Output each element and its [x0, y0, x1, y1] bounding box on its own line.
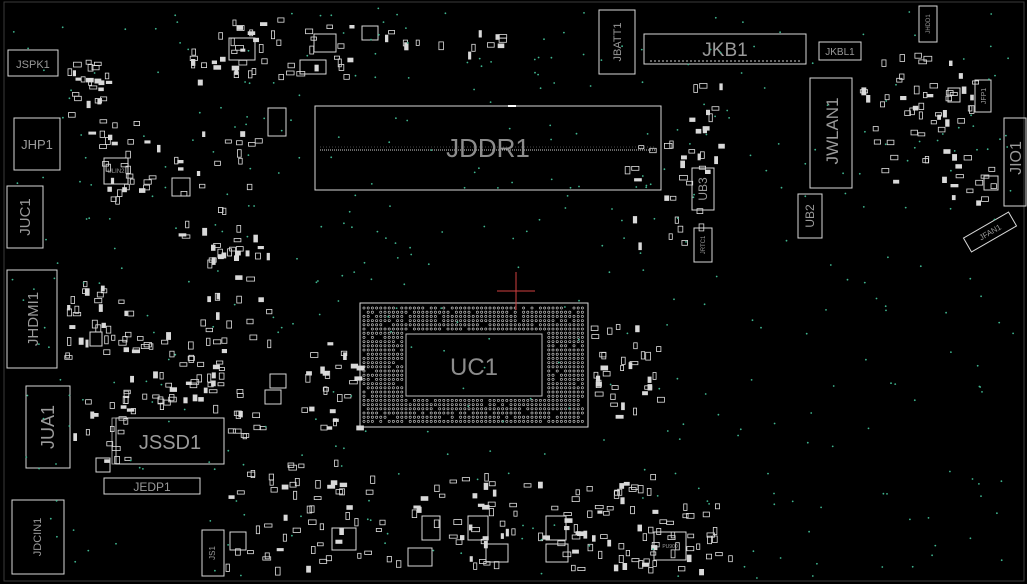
label-jspk: JSPK1 [16, 59, 50, 71]
connector-jhdmi[interactable]: JHDMI1 [6, 269, 58, 369]
chip-ub2[interactable]: UB2 [797, 193, 823, 239]
connector-jrtc[interactable]: JRTC1 [693, 227, 713, 263]
connector-jedp[interactable]: JEDP1 [103, 477, 201, 495]
label-jddr: JDDR1 [446, 133, 530, 163]
label-jio: JIO1 [1008, 141, 1025, 175]
label-jwlan: JWLAN1 [823, 97, 842, 164]
connector-jkbl[interactable]: JKBL1 [818, 41, 862, 61]
chip-ulin2[interactable]: ULIN2 [103, 157, 129, 185]
label-jkb: JKB1 [702, 40, 747, 61]
label-jedp: JEDP1 [133, 480, 171, 494]
label-jhdmi: JHDMI1 [25, 292, 42, 346]
connector-jkb[interactable]: JKB1 [643, 33, 807, 65]
connector-jfp[interactable]: JFP1 [974, 79, 992, 113]
label-juc: JUC1 [17, 198, 34, 236]
label-jua: JUA1 [38, 405, 58, 449]
connector-jua[interactable]: JUA1 [25, 385, 71, 469]
label-ulin2: ULIN2 [107, 169, 125, 175]
label-uc1: UC1 [450, 354, 498, 381]
connector-jddr[interactable]: JDDR1 [314, 105, 662, 191]
label-jfp: JFP1 [981, 88, 988, 104]
connector-jhp[interactable]: JHP1 [13, 117, 61, 171]
smd-pads [64, 17, 997, 576]
connector-juc[interactable]: JUC1 [6, 185, 44, 249]
via-dots [11, 7, 1014, 579]
misc-chip-outlines [89, 25, 999, 567]
label-jdcin: JDCIN1 [32, 518, 44, 557]
label-jhdd: JHDD1 [926, 14, 932, 34]
connector-jssd[interactable]: JSSD1 [111, 417, 225, 465]
connector-jhdd[interactable]: JHDD1 [918, 5, 938, 43]
label-pu: PU900 [662, 544, 678, 550]
board-edge [3, 1, 1025, 582]
connector-jbatt[interactable]: JBATT1 [598, 9, 636, 75]
label-jbatt: JBATT1 [612, 23, 624, 62]
label-js: JS1 [208, 546, 217, 560]
label-jhp: JHP1 [21, 137, 53, 152]
label-jssd: JSSD1 [139, 432, 201, 454]
connector-jwlan[interactable]: JWLAN1 [809, 77, 853, 189]
label-ub2: UB2 [803, 204, 817, 228]
connector-jspk[interactable]: JSPK1 [7, 49, 59, 77]
connector-js[interactable]: JS1 [201, 529, 225, 577]
connector-jdcin[interactable]: JDCIN1 [11, 499, 65, 575]
label-jkbl: JKBL1 [825, 47, 855, 58]
crosshair-cursor-icon [497, 272, 535, 310]
bga-ball-grid [362, 306, 584, 423]
label-jrtc: JRTC1 [701, 235, 707, 254]
connector-jio[interactable]: JIO1 [1003, 117, 1027, 207]
label-ub3: UB3 [696, 177, 710, 201]
chip-uc1[interactable]: UC1 [359, 302, 589, 428]
